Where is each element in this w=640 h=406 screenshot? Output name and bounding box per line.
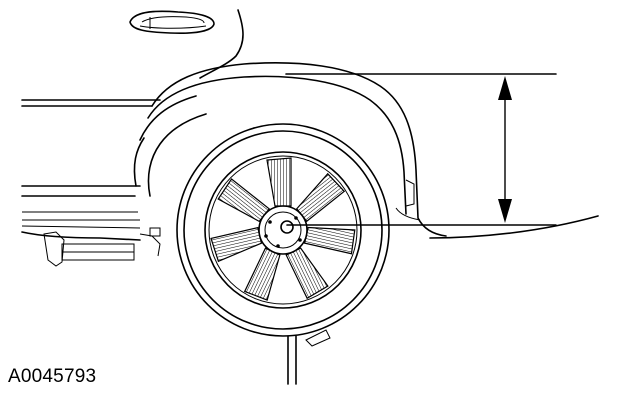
jack-stand [287, 329, 331, 385]
fender-arch [133, 62, 447, 237]
measurement-reference-lines [285, 73, 557, 226]
wheel-hub [258, 205, 308, 255]
rear-tire [176, 123, 390, 337]
body-side-lines [21, 99, 161, 221]
height-dimension-arrow [498, 76, 512, 223]
wheel-spokes [210, 157, 356, 301]
figure-id-label: A0045793 [8, 366, 97, 387]
underbody-parts [21, 225, 161, 267]
door-handle [129, 10, 215, 34]
door-edge-line [199, 9, 244, 79]
rear-sill-curve [429, 215, 599, 239]
